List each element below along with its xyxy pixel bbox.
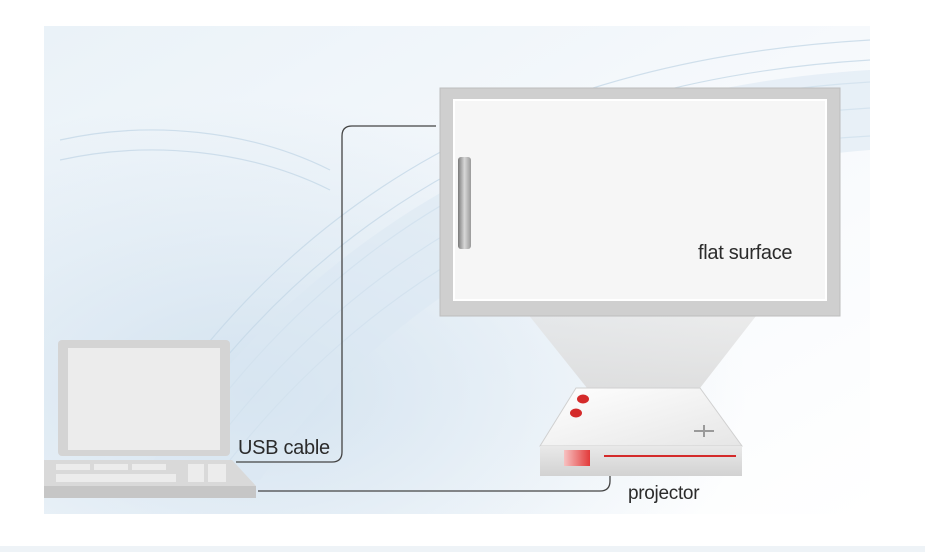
projector-cable [258, 466, 611, 492]
projection-beam [515, 298, 770, 388]
usb-cable-icon [236, 125, 436, 463]
whiteboard-handle [458, 157, 471, 249]
projector-button-1 [577, 394, 589, 404]
projector-label: projector [628, 483, 700, 504]
projector-icon [539, 387, 743, 476]
usb-cable-label: USB cable [238, 437, 330, 459]
projector-button-2 [570, 408, 582, 418]
laptop-icon [44, 340, 256, 498]
projector-plus-mark [694, 425, 714, 437]
projector-lens [564, 450, 590, 466]
flat-surface-label: flat surface [698, 242, 793, 264]
bottom-strip [0, 546, 925, 552]
whiteboard-icon [439, 87, 841, 317]
